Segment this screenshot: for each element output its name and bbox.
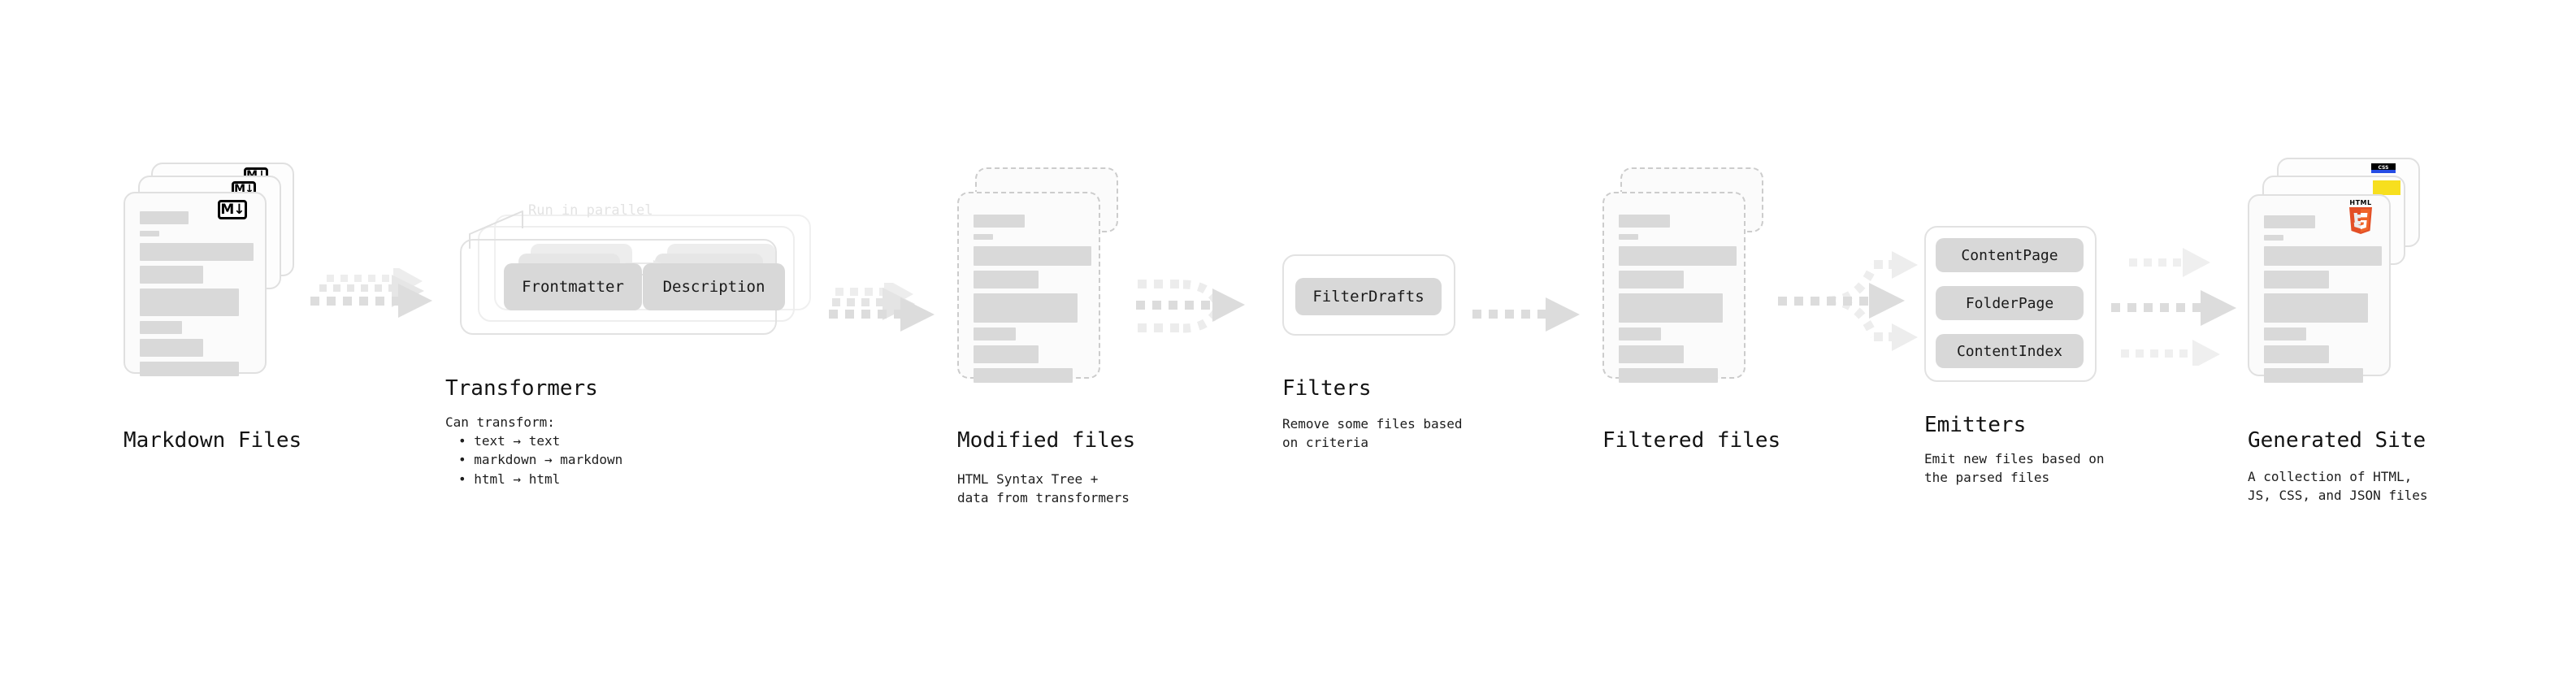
emitters-subtitle: Emit new files based on the parsed files — [1924, 451, 2105, 486]
arrow-markdown-to-transformers — [310, 268, 432, 318]
doc-bar — [974, 271, 1039, 288]
transformer-node-description[interactable]: Description — [643, 263, 785, 310]
transformers-capability-list: Can transform: text → text markdown → ma… — [445, 413, 622, 488]
filtered-card-front — [1602, 192, 1746, 383]
emitter-node-folderpage-label: FolderPage — [1965, 294, 2054, 312]
doc-bar — [2264, 271, 2329, 288]
doc-bar — [974, 327, 1016, 340]
list-item: markdown → markdown — [458, 450, 622, 469]
doc-bar — [140, 288, 239, 316]
markdown-badge-front-label: M↓ — [220, 201, 245, 218]
emitters-box — [1924, 226, 2097, 382]
doc-bar — [1619, 327, 1661, 340]
html5-shield-icon — [2348, 207, 2374, 235]
doc-bar — [1619, 234, 1638, 240]
modified-files-subtitle: HTML Syntax Tree + data from transformer… — [957, 471, 1130, 506]
generated-site-subtitle: A collection of HTML, JS, CSS, and JSON … — [2248, 469, 2428, 504]
doc-bar — [1619, 271, 1684, 288]
doc-bar — [974, 215, 1025, 228]
transformer-node-frontmatter[interactable]: Frontmatter — [504, 263, 642, 310]
transformers-group: Frontmatter Description — [445, 192, 827, 354]
generated-site-stack: CSS HTML — [2248, 158, 2435, 426]
doc-bar — [974, 345, 1039, 363]
emitter-node-contentindex[interactable]: ContentIndex — [1936, 334, 2084, 368]
stage-title-markdown-files: Markdown Files — [124, 428, 302, 453]
doc-bar — [1619, 293, 1723, 323]
doc-bar — [140, 243, 254, 261]
doc-bar — [140, 339, 203, 357]
doc-bar — [974, 368, 1073, 383]
transformers-capability-lead: Can transform: — [445, 414, 555, 430]
markdown-badge-front: M↓ — [218, 200, 247, 219]
arrow-emitters-to-site — [2111, 248, 2236, 366]
arrow-modified-to-filters — [1136, 280, 1245, 333]
doc-bar — [2264, 327, 2306, 340]
list-item: html → html — [458, 470, 622, 488]
arrow-transformers-to-modified — [829, 283, 935, 332]
transformer-node-frontmatter-label: Frontmatter — [522, 278, 624, 296]
doc-bar — [2264, 368, 2363, 383]
modified-card-front — [957, 192, 1100, 383]
filters-subtitle: Remove some files based on criteria — [1282, 416, 1463, 451]
transformers-capability-items: text → text markdown → markdown html → h… — [445, 432, 622, 488]
transformer-node-description-label: Description — [662, 278, 765, 296]
stage-title-modified-files: Modified files — [957, 428, 1136, 453]
doc-bar — [140, 231, 159, 236]
doc-bar — [1619, 246, 1737, 266]
doc-bar — [140, 266, 203, 284]
transformer-box-mid — [478, 226, 795, 322]
doc-bar — [2264, 235, 2283, 241]
doc-bar — [974, 234, 993, 240]
modified-files-stack — [957, 167, 1136, 427]
emitter-node-folderpage[interactable]: FolderPage — [1936, 286, 2084, 320]
emitter-node-contentpage-label: ContentPage — [1961, 246, 2058, 264]
doc-bar — [1619, 368, 1718, 383]
stage-title-transformers: Transformers — [445, 376, 598, 401]
doc-bar — [2264, 215, 2315, 228]
run-in-parallel-label: Run in parallel — [528, 202, 653, 219]
stage-title-emitters: Emitters — [1924, 413, 2027, 437]
filtered-files-stack — [1602, 167, 1781, 427]
css-badge-label: CSS — [2378, 165, 2389, 171]
markdown-card-front — [124, 192, 267, 376]
stage-title-filters: Filters — [1282, 376, 1372, 401]
doc-bar — [974, 293, 1078, 323]
emitter-node-contentpage[interactable]: ContentPage — [1936, 238, 2084, 272]
doc-bar — [2264, 246, 2382, 266]
stage-title-generated-site: Generated Site — [2248, 428, 2426, 453]
markdown-files-stack: M↓ M↓ M↓ — [124, 163, 302, 423]
doc-bar — [1619, 345, 1684, 363]
doc-bar — [140, 362, 239, 376]
doc-bar — [140, 211, 189, 224]
filter-node-filterdrafts[interactable]: FilterDrafts — [1295, 278, 1442, 315]
emitter-node-contentindex-label: ContentIndex — [1956, 342, 2063, 360]
list-item: text → text — [458, 432, 622, 450]
filter-node-filterdrafts-label: FilterDrafts — [1312, 288, 1425, 306]
js-badge — [2373, 180, 2400, 195]
filters-box — [1282, 254, 1455, 336]
doc-bar — [974, 246, 1091, 266]
stage-title-filtered-files: Filtered files — [1602, 428, 1781, 453]
doc-bar — [2264, 345, 2329, 363]
css-badge: CSS — [2371, 163, 2396, 173]
doc-bar — [2264, 293, 2368, 323]
arrow-filters-to-filtered — [1472, 297, 1580, 332]
html5-badge: HTML — [2347, 200, 2374, 236]
arrow-filtered-to-emitters — [1778, 251, 1918, 351]
doc-bar — [140, 321, 182, 334]
html5-badge-label: HTML — [2349, 199, 2372, 206]
doc-bar — [1619, 215, 1670, 228]
